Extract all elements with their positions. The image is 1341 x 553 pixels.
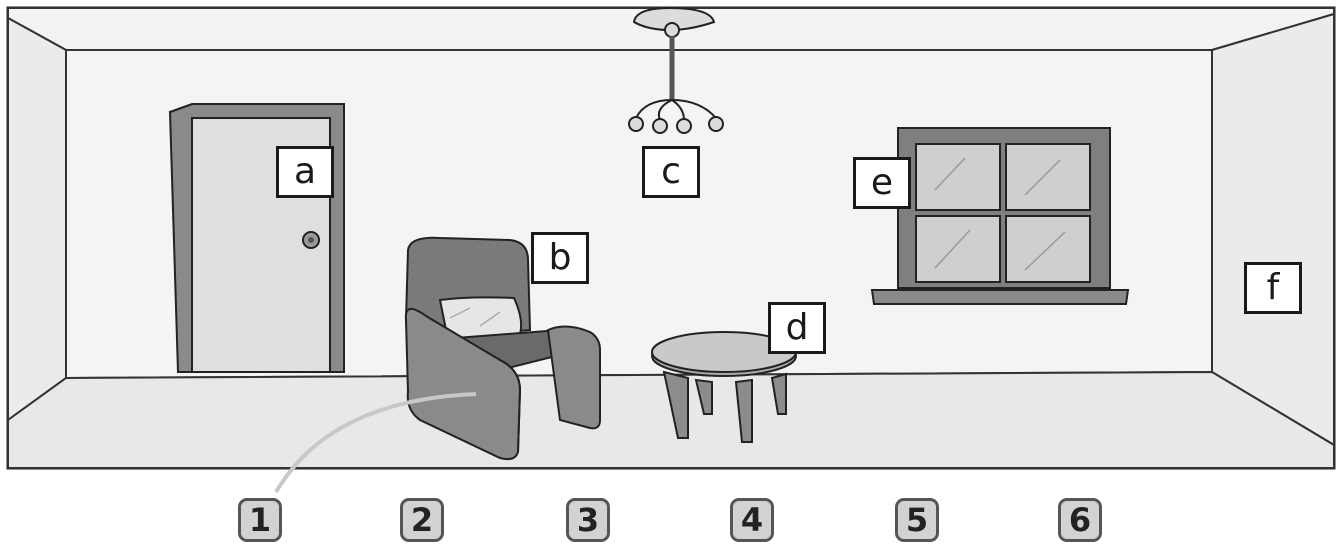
door [170, 104, 344, 372]
left-wall [8, 18, 66, 420]
number-badge-4: 4 [730, 498, 774, 542]
label-b: b [531, 232, 589, 284]
right-wall [1212, 14, 1334, 445]
label-f: f [1244, 262, 1302, 314]
number-badge-6: 6 [1058, 498, 1102, 542]
number-badge-2: 2 [400, 498, 444, 542]
window [872, 128, 1128, 304]
label-c: c [642, 146, 700, 198]
number-badge-5: 5 [895, 498, 939, 542]
label-e: e [853, 157, 911, 209]
label-d: d [768, 302, 826, 354]
label-a: a [276, 146, 334, 198]
number-badge-3: 3 [566, 498, 610, 542]
number-badge-1: 1 [238, 498, 282, 542]
